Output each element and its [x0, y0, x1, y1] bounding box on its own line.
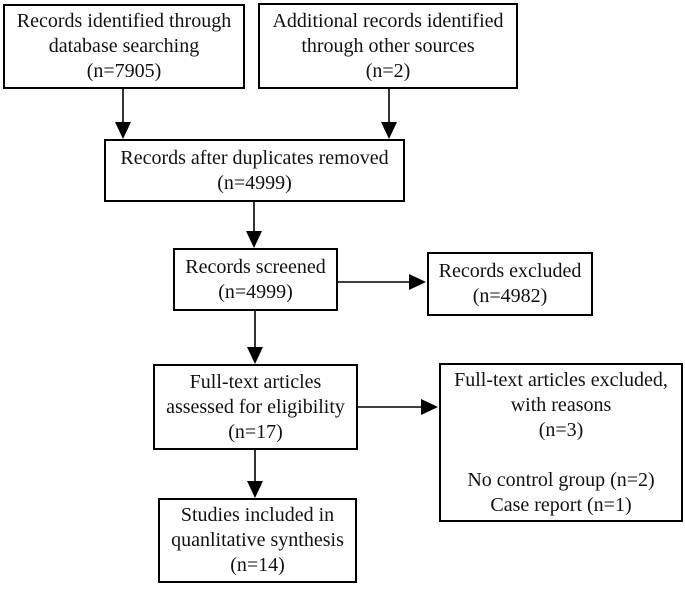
arrow-fulltext-to-fulltext-excluded: [358, 399, 438, 415]
box-text-line: Records screened: [185, 255, 326, 278]
box-additional-records: Additional records identified through ot…: [258, 3, 518, 89]
box-fulltext-excluded: Full-text articles excluded, with reason…: [439, 363, 683, 522]
box-text-line: (n=2): [365, 59, 411, 82]
box-text-line: (n=4982): [472, 285, 548, 307]
box-text-line: through other sources: [301, 34, 475, 57]
box-text-line: (n=3): [538, 418, 584, 441]
box-text-line: Records identified through: [16, 10, 232, 32]
arrow-fulltext-to-included: [247, 450, 263, 498]
box-text-line-spacer: [441, 443, 681, 468]
box-text-line: Records excluded: [438, 260, 582, 282]
box-text-line: Full-text articles excluded,: [454, 368, 668, 391]
arrow-screened-to-fulltext: [247, 311, 263, 364]
box-fulltext-assessed: Full-text articles assessed for eligibil…: [153, 364, 358, 450]
box-text-line: (n=14): [230, 554, 285, 576]
box-records-identified: Records identified through database sear…: [3, 4, 245, 89]
box-text-line: Studies included in: [180, 504, 335, 526]
box-text-line: (n=17): [228, 420, 283, 443]
arrow-screened-to-excluded: [338, 274, 426, 290]
box-text-line: assessed for eligibility: [166, 395, 345, 418]
arrow-deduplicated-to-screened: [246, 202, 262, 248]
arrow-additional-to-deduplicated: [381, 89, 397, 139]
box-text-line: Additional records identified: [272, 9, 504, 32]
box-studies-included: Studies included in quanlitative synthes…: [158, 498, 357, 583]
box-text-line: (n=7905): [86, 60, 162, 82]
box-text-line: quanlitative synthesis: [171, 529, 344, 551]
box-text-line: database searching: [48, 35, 200, 57]
box-records-screened: Records screened (n=4999): [173, 248, 338, 311]
box-text-line: Case report (n=1): [490, 493, 632, 516]
box-duplicates-removed: Records after duplicates removed (n=4999…: [104, 139, 405, 202]
box-text-line: Records after duplicates removed: [120, 146, 389, 169]
box-text-line: Full-text articles: [189, 370, 322, 393]
box-text-line: (n=4999): [218, 280, 293, 303]
box-text-line: No control group (n=2): [467, 468, 655, 491]
arrow-identified-to-deduplicated: [115, 89, 131, 139]
box-records-excluded: Records excluded (n=4982): [427, 252, 593, 316]
box-text-line: with reasons: [510, 393, 612, 416]
box-text-line: (n=4999): [217, 171, 292, 194]
